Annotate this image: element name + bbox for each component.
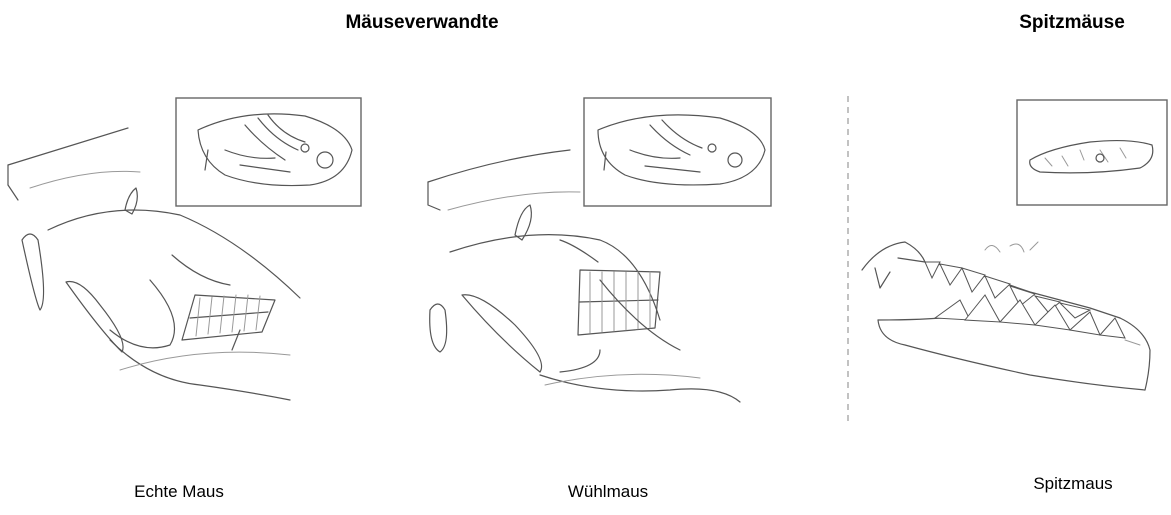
echte-maus-skull-inset <box>176 98 361 206</box>
caption-wuehlmaus: Wühlmaus <box>568 482 648 502</box>
caption-spitzmaus: Spitzmaus <box>1033 474 1112 494</box>
caption-echte-maus: Echte Maus <box>134 482 224 502</box>
wuehlmaus-skull-inset <box>584 98 771 206</box>
spitzmaus-skull-inset <box>1017 100 1167 205</box>
spitzmaus-jaw-drawing <box>862 242 1150 390</box>
